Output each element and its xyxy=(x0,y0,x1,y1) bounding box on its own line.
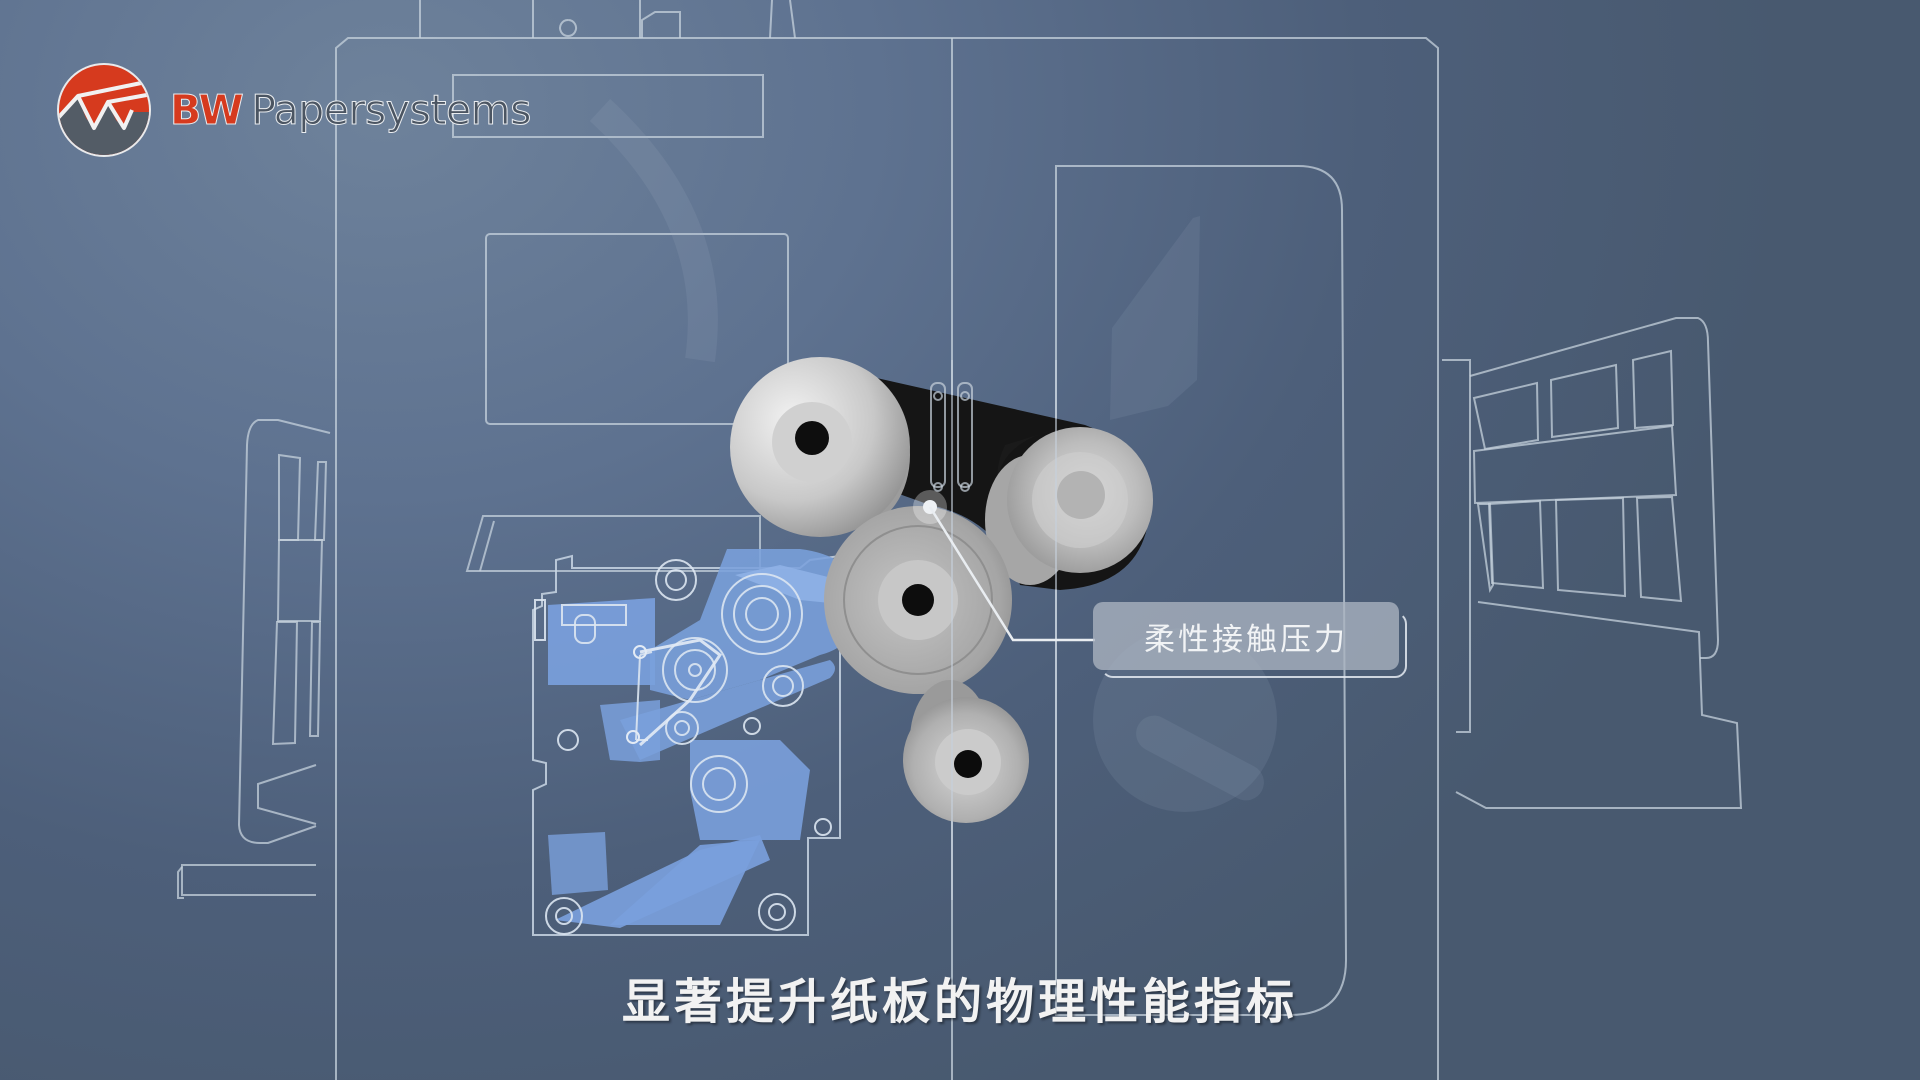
video-subtitle: 显著提升纸板的物理性能指标 xyxy=(621,974,1298,1030)
bw-papersystems-wave-logo-icon xyxy=(57,63,151,157)
brand-name-prefix: BW xyxy=(169,85,244,134)
callout-border-accent xyxy=(1101,612,1407,678)
callout-box: 柔性接触压力 xyxy=(1093,602,1399,670)
brand-name-suffix: Papersystems xyxy=(251,85,532,134)
callout-label: 柔性接触压力 xyxy=(1093,602,1407,678)
callout-text: 柔性接触压力 xyxy=(1144,621,1348,658)
